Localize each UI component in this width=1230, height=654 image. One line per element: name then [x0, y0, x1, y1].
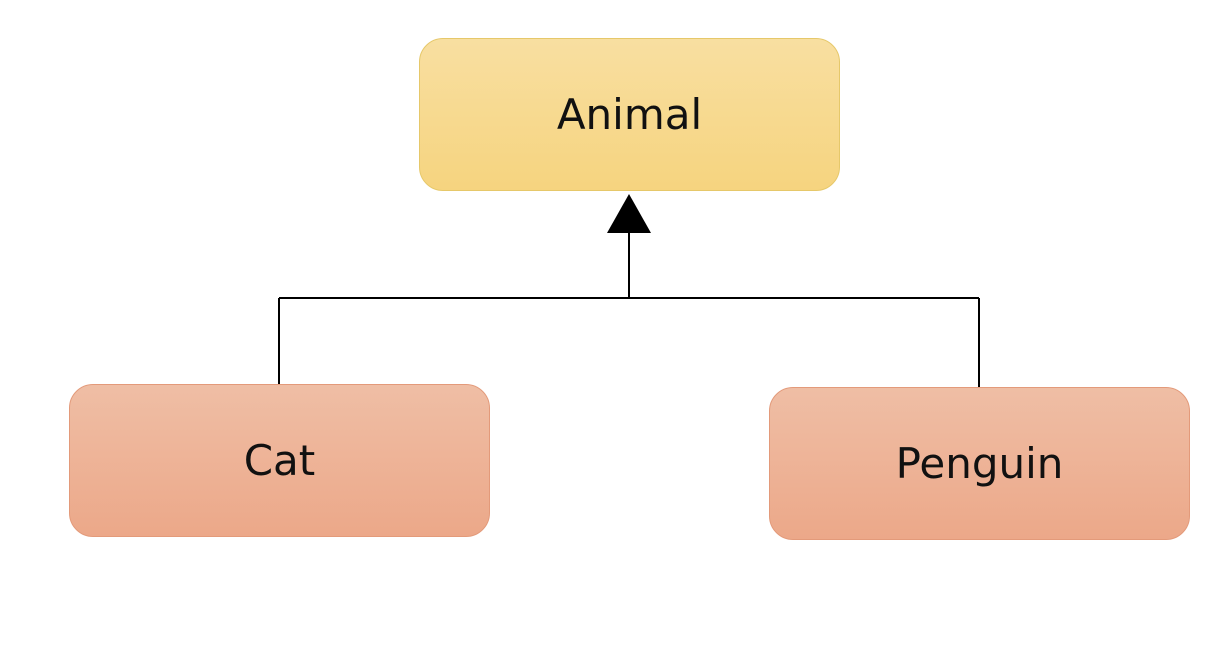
cat-label: Cat — [243, 435, 316, 485]
inheritance-arrowhead — [607, 194, 651, 233]
penguin-node: Penguin — [769, 387, 1190, 540]
animal-node: Animal — [419, 38, 840, 191]
cat-node: Cat — [69, 384, 490, 537]
animal-label: Animal — [556, 89, 703, 139]
penguin-label: Penguin — [895, 438, 1064, 488]
